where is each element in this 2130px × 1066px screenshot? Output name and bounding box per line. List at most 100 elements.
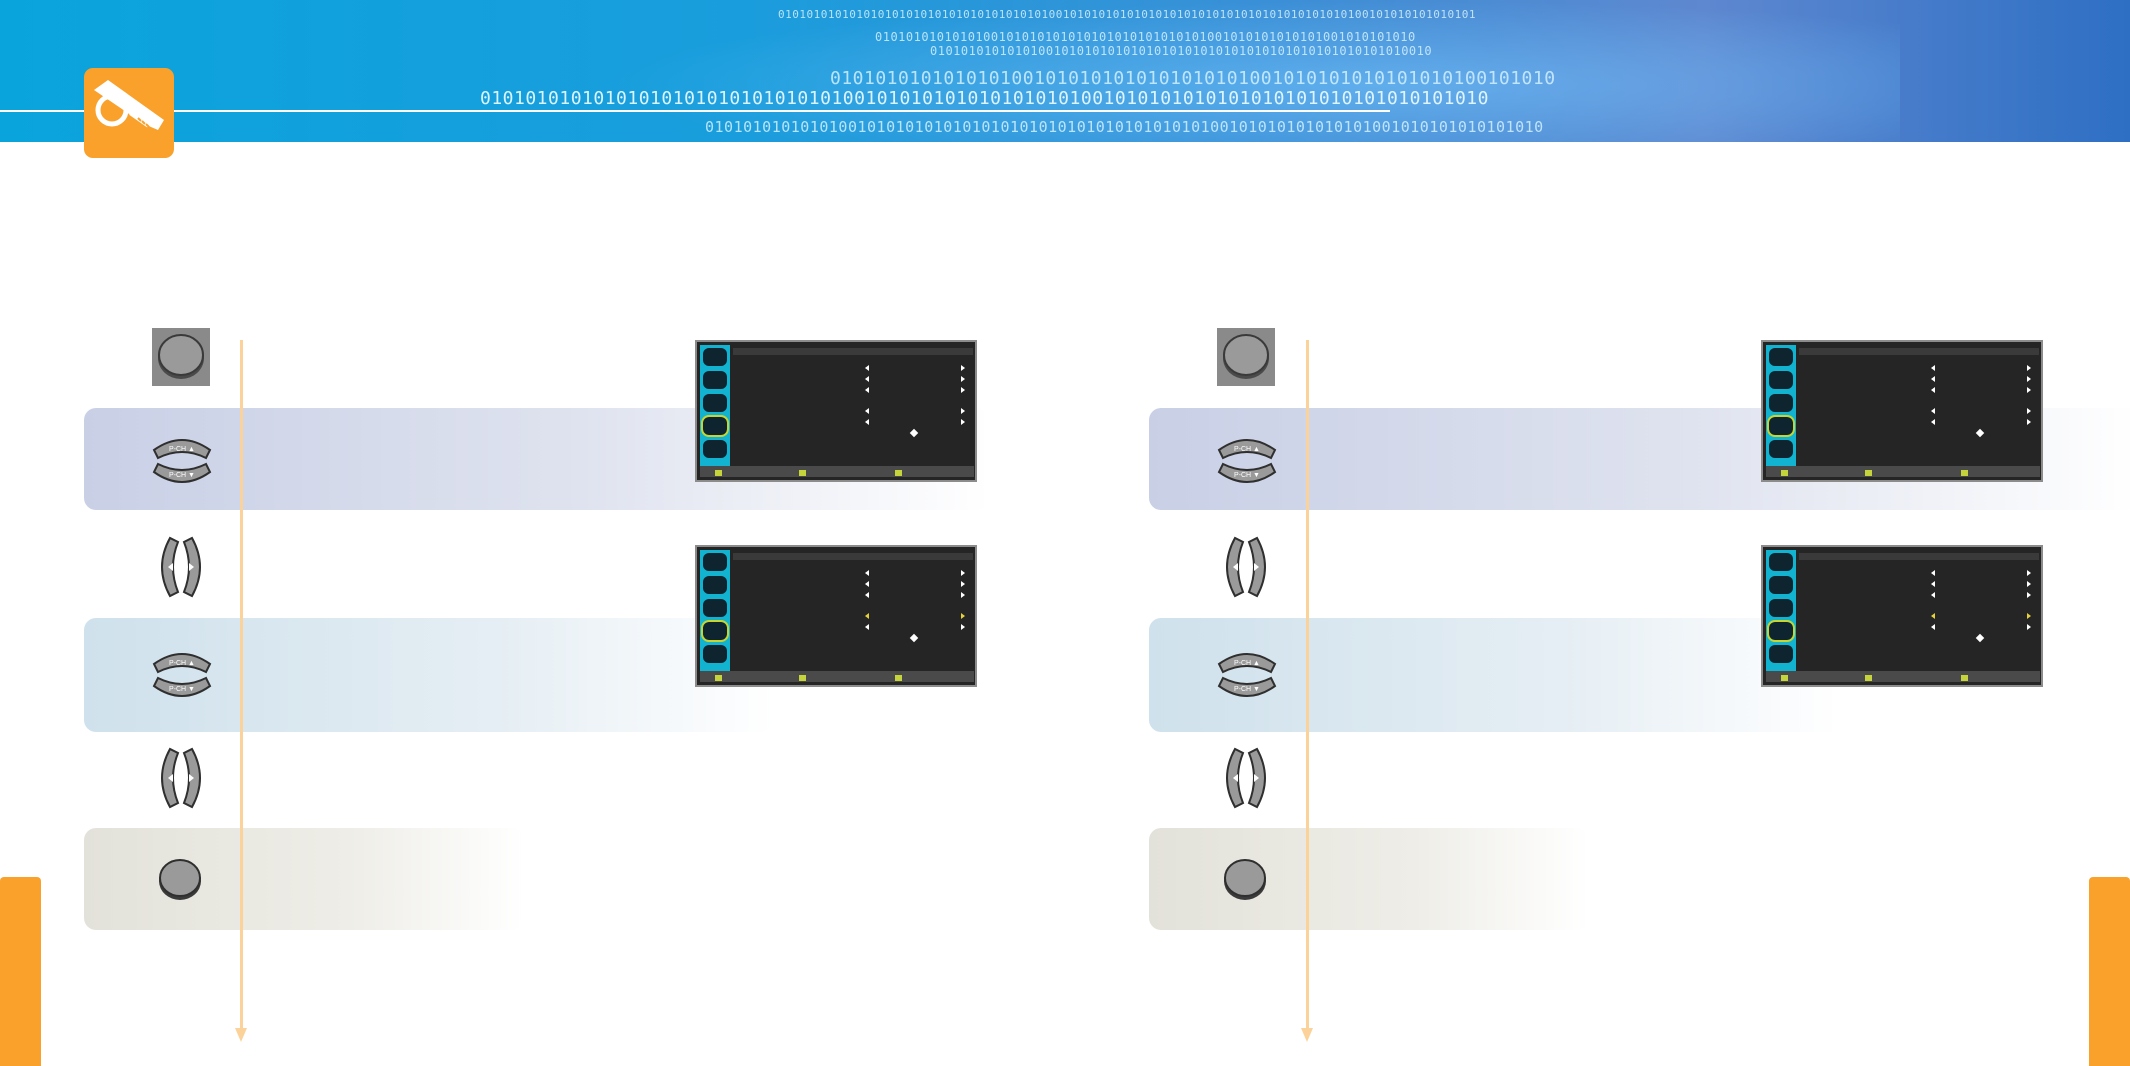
right-edge-tab bbox=[2089, 877, 2130, 1066]
channel-down-label: P-CH ▼ bbox=[1234, 472, 1260, 479]
step-highlight-band bbox=[1149, 618, 1839, 732]
right-arrow-icon bbox=[961, 387, 965, 393]
left-arrow-icon bbox=[1931, 408, 1935, 414]
volume-left-right-buttons-icon bbox=[154, 534, 208, 605]
right-arrow-icon bbox=[2027, 365, 2031, 371]
select-icon bbox=[799, 675, 806, 681]
exit-icon bbox=[1961, 470, 1968, 476]
banner-rule bbox=[0, 110, 1390, 112]
channel-up-down-buttons-icon: P-CH ▲ P-CH ▼ bbox=[1215, 434, 1279, 493]
menu-help-bar bbox=[700, 671, 974, 682]
step-highlight-band bbox=[84, 618, 774, 732]
right-arrow-icon bbox=[2027, 570, 2031, 576]
menu-help-bar bbox=[1766, 671, 2040, 682]
right-arrow-icon bbox=[961, 613, 965, 619]
select-icon bbox=[1865, 675, 1872, 681]
adjust-icon bbox=[1975, 633, 1985, 643]
sound-menu-icon bbox=[1769, 371, 1793, 389]
right-arrow-icon bbox=[961, 570, 965, 576]
right-arrow-icon bbox=[961, 408, 965, 414]
wrench-icon bbox=[94, 80, 164, 130]
menu-title-bar bbox=[733, 553, 973, 560]
function-menu-icon bbox=[1769, 440, 1793, 458]
right-arrow-icon bbox=[961, 624, 965, 630]
left-arrow-icon bbox=[865, 419, 869, 425]
exit-icon bbox=[1961, 675, 1968, 681]
step-highlight-band bbox=[1149, 828, 1589, 930]
picture-menu-icon bbox=[703, 553, 727, 571]
channel-up-down-buttons-icon: P-CH ▲ P-CH ▼ bbox=[150, 434, 214, 493]
binary-text-row: 0101010101010100101010101010101010101010… bbox=[930, 44, 1433, 58]
exit-icon bbox=[895, 470, 902, 476]
menu-button-icon bbox=[152, 328, 210, 391]
left-arrow-icon bbox=[865, 365, 869, 371]
right-arrow-icon bbox=[2027, 387, 2031, 393]
move-icon bbox=[1781, 470, 1788, 476]
move-icon bbox=[1781, 675, 1788, 681]
function-menu-icon bbox=[1769, 645, 1793, 663]
function-menu-icon bbox=[703, 645, 727, 663]
binary-text-row: 0101010101010100101010101010101010101010… bbox=[875, 30, 1416, 44]
volume-left-right-buttons-icon bbox=[1219, 534, 1273, 605]
left-arrow-icon bbox=[865, 408, 869, 414]
setup-menu-icon bbox=[1767, 415, 1795, 437]
flow-arrow-head bbox=[235, 1028, 247, 1042]
exit-button-icon bbox=[1221, 855, 1269, 908]
sound-menu-icon bbox=[1769, 576, 1793, 594]
channel-menu-icon bbox=[703, 599, 727, 617]
picture-menu-icon bbox=[703, 348, 727, 366]
header-banner: 0101010101010101010101010101010101010100… bbox=[0, 0, 2130, 142]
left-arrow-icon bbox=[1931, 624, 1935, 630]
sound-menu-icon bbox=[703, 371, 727, 389]
left-procedure-panel: P-CH ▲ P-CH ▼ P-CH ▲ P-CH ▼ bbox=[84, 328, 990, 1042]
binary-text-row: 0101010101010101010101010101010100101010… bbox=[480, 88, 1489, 109]
exit-icon bbox=[895, 675, 902, 681]
osd-menu-screen bbox=[1761, 340, 2043, 482]
right-arrow-icon bbox=[2027, 408, 2031, 414]
adjust-icon bbox=[909, 428, 919, 438]
section-logo bbox=[84, 68, 174, 158]
osd-menu-screen bbox=[695, 340, 977, 482]
channel-down-label: P-CH ▼ bbox=[169, 472, 195, 479]
right-arrow-icon bbox=[961, 365, 965, 371]
volume-left-right-buttons-icon bbox=[154, 745, 208, 816]
right-arrow-icon bbox=[2027, 376, 2031, 382]
left-arrow-icon bbox=[865, 624, 869, 630]
binary-text-row: 0101010101010101010101010101010101010100… bbox=[778, 8, 1477, 21]
volume-left-right-buttons-icon bbox=[1219, 745, 1273, 816]
right-arrow-icon bbox=[961, 592, 965, 598]
channel-down-label: P-CH ▼ bbox=[169, 686, 195, 693]
channel-down-label: P-CH ▼ bbox=[1234, 686, 1260, 693]
move-icon bbox=[715, 675, 722, 681]
channel-up-label: P-CH ▲ bbox=[169, 446, 195, 453]
menu-help-bar bbox=[700, 466, 974, 477]
setup-menu-icon bbox=[701, 620, 729, 642]
right-arrow-icon bbox=[2027, 592, 2031, 598]
channel-up-down-buttons-icon: P-CH ▲ P-CH ▼ bbox=[150, 648, 214, 707]
osd-menu-screen bbox=[1761, 545, 2043, 687]
left-arrow-icon bbox=[1931, 365, 1935, 371]
setup-menu-icon bbox=[1767, 620, 1795, 642]
channel-menu-icon bbox=[1769, 599, 1793, 617]
sound-menu-icon bbox=[703, 576, 727, 594]
right-arrow-icon bbox=[2027, 624, 2031, 630]
channel-up-label: P-CH ▲ bbox=[1234, 660, 1260, 667]
right-arrow-icon bbox=[961, 419, 965, 425]
right-procedure-panel: P-CH ▲ P-CH ▼ P-CH ▲ P-CH ▼ bbox=[1065, 0, 2130, 1066]
left-arrow-icon bbox=[865, 581, 869, 587]
left-arrow-icon bbox=[865, 376, 869, 382]
menu-title-bar bbox=[1799, 348, 2039, 355]
menu-title-bar bbox=[1799, 553, 2039, 560]
channel-menu-icon bbox=[703, 394, 727, 412]
binary-text-row: 0101010101010100101010101010101010101010… bbox=[705, 118, 1544, 136]
left-arrow-icon bbox=[865, 570, 869, 576]
left-arrow-icon bbox=[1931, 376, 1935, 382]
picture-menu-icon bbox=[1769, 553, 1793, 571]
flow-arrow-head bbox=[1301, 1028, 1313, 1042]
osd-menu-screen bbox=[695, 545, 977, 687]
left-arrow-icon bbox=[1931, 570, 1935, 576]
channel-up-label: P-CH ▲ bbox=[1234, 446, 1260, 453]
menu-help-bar bbox=[1766, 466, 2040, 477]
left-arrow-icon bbox=[1931, 387, 1935, 393]
menu-title-bar bbox=[733, 348, 973, 355]
